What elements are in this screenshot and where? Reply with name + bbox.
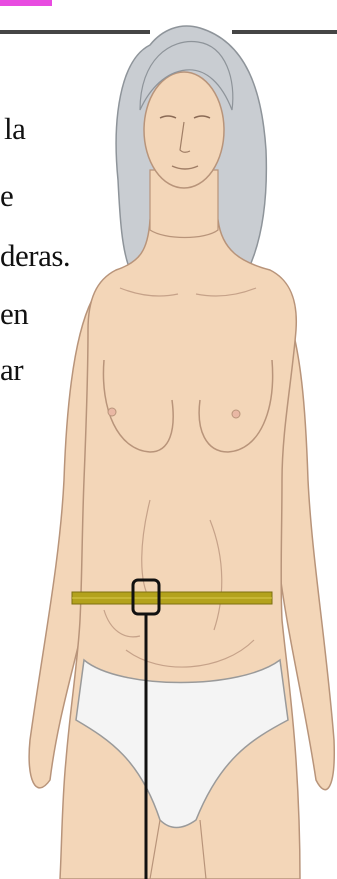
face [144, 72, 224, 188]
nipple-left [108, 408, 116, 416]
nipple-right [232, 410, 240, 418]
